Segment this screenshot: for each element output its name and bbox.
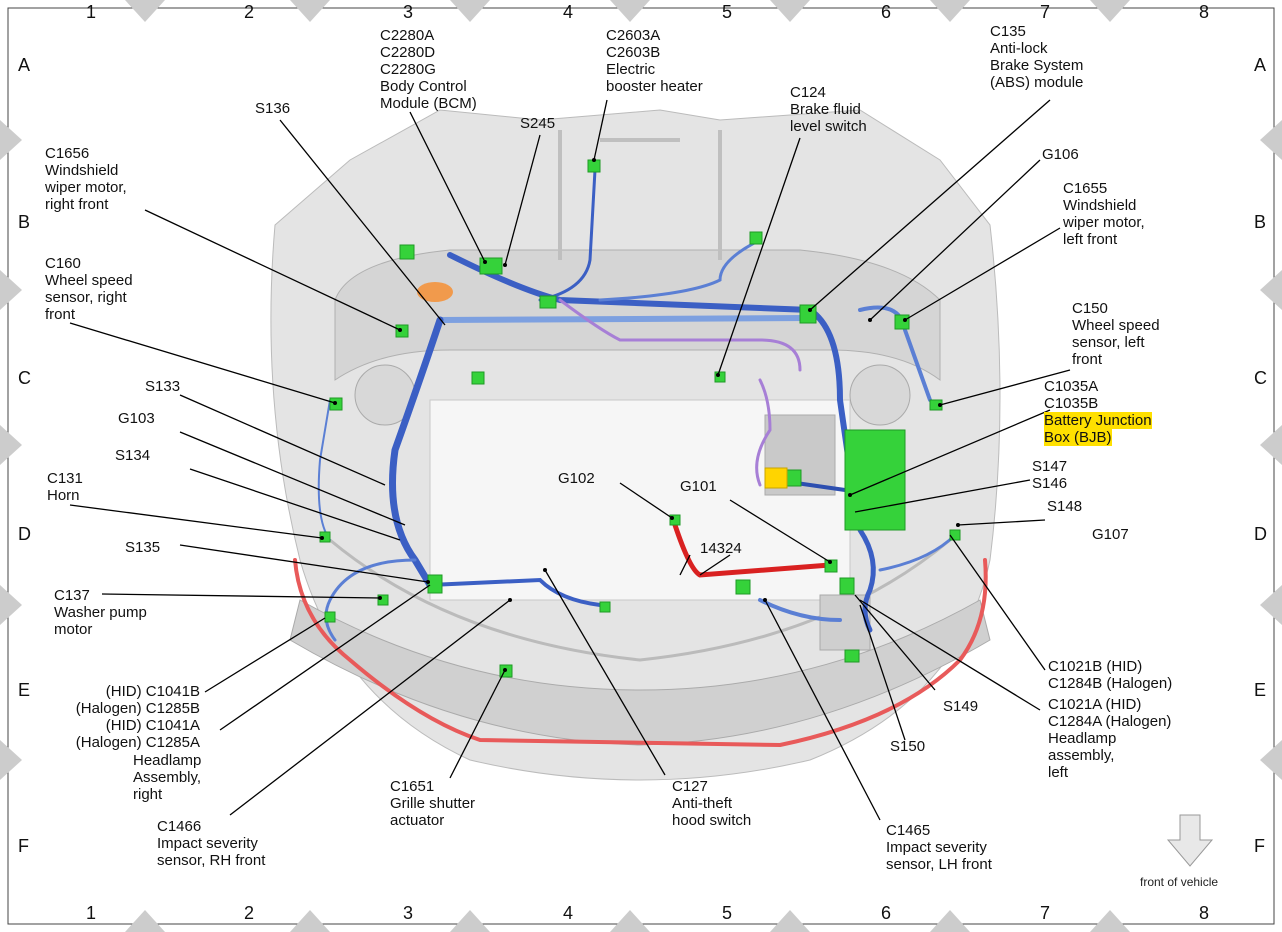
grid-col-3: 3 <box>403 2 414 22</box>
label-g107: G107 <box>1092 526 1129 543</box>
label-c135-abs-module: C135 Anti-lock Brake System (ABS) module <box>990 23 1084 91</box>
grid-col-1-bottom: 1 <box>86 903 97 923</box>
grid-col-4: 4 <box>563 2 574 22</box>
front-of-vehicle-label: front of vehicle <box>1140 875 1219 889</box>
grid-row-e-right: E <box>1254 680 1267 700</box>
label-c1466-impact-rh: C1466 Impact severity sensor, RH front <box>157 818 266 869</box>
orange-part <box>417 282 453 302</box>
grid-col-2-bottom: 2 <box>244 903 255 923</box>
label-c1021a-headlamp-left: C1021A (HID) C1284A (Halogen) Headlamp a… <box>1048 696 1172 781</box>
grid-row-f-right: F <box>1254 836 1265 856</box>
grid-col-1: 1 <box>86 2 97 22</box>
label-headlamp-right: Headlamp Assembly, right <box>133 752 202 803</box>
grid-col-3-bottom: 3 <box>403 903 414 923</box>
label-c1021b-c1284b: C1021B (HID) C1284B (Halogen) <box>1048 658 1173 692</box>
grid-row-c-right: C <box>1254 368 1267 388</box>
arrow-heads <box>320 158 960 672</box>
label-c2280-bcm: C2280A C2280D C2280G Body Control Module… <box>380 27 477 112</box>
label-c1655-wiper-lh: C1655 Windshield wiper motor, left front <box>1063 180 1145 248</box>
grid-row-a: A <box>18 55 31 75</box>
grid-col-7-bottom: 7 <box>1040 903 1051 923</box>
junction-highlight <box>764 467 788 489</box>
grid-row-d: D <box>18 524 31 544</box>
label-bjb-line2: Box (BJB) <box>1044 429 1112 446</box>
grid-col-7: 7 <box>1040 2 1051 22</box>
label-c150-wheel-speed-lh: C150 Wheel speed sensor, left front <box>1072 300 1160 368</box>
grid-row-d-right: D <box>1254 524 1267 544</box>
leader-lines <box>69 99 1071 821</box>
grid-col-8: 8 <box>1199 2 1210 22</box>
label-s136: S136 <box>255 100 291 117</box>
label-c127-hood-switch: C127 Anti-theft hood switch <box>672 778 752 829</box>
label-c1656-wiper-rh: C1656 Windshield wiper motor, right fron… <box>45 145 127 213</box>
label-g101: G101 <box>680 478 717 495</box>
front-arrow-icon <box>1166 814 1214 867</box>
label-s149: S149 <box>943 698 979 715</box>
grid-col-5-bottom: 5 <box>722 903 733 923</box>
label-c1041-c1285: (HID) C1041B (Halogen) C1285B (HID) C104… <box>75 683 200 751</box>
label-c1035: C1035A C1035B <box>1044 378 1099 412</box>
grid-row-c: C <box>18 368 31 388</box>
label-s134: S134 <box>115 447 151 464</box>
label-c160-wheel-speed-rh: C160 Wheel speed sensor, right front <box>45 255 133 323</box>
label-c124-brake-fluid: C124 Brake fluid level switch <box>790 84 867 135</box>
label-c131-horn: C131 Horn <box>47 470 83 504</box>
grid-col-6-bottom: 6 <box>881 903 892 923</box>
label-bjb-line1: Battery Junction <box>1044 412 1152 429</box>
label-c1465-impact-lh: C1465 Impact severity sensor, LH front <box>886 822 992 873</box>
label-s135: S135 <box>125 539 161 556</box>
label-wire-14324: 14324 <box>700 540 742 557</box>
label-g106: G106 <box>1042 146 1079 163</box>
label-s245: S245 <box>520 115 556 132</box>
grid-row-a-right: A <box>1254 55 1267 75</box>
grid-col-4-bottom: 4 <box>563 903 574 923</box>
grid-col-2: 2 <box>244 2 255 22</box>
grid-col-6: 6 <box>881 2 892 22</box>
label-s150: S150 <box>890 738 926 755</box>
label-c137-washer-pump: C137 Washer pump motor <box>54 587 147 638</box>
grid-col-8-bottom: 8 <box>1199 903 1210 923</box>
label-g103: G103 <box>118 410 155 427</box>
grid-row-b-right: B <box>1254 212 1267 232</box>
grid-row-e: E <box>18 680 31 700</box>
grid-col-5: 5 <box>722 2 733 22</box>
label-g102: G102 <box>558 470 595 487</box>
grid-row-f: F <box>18 836 29 856</box>
connectors <box>319 159 961 678</box>
label-s148: S148 <box>1047 498 1083 515</box>
label-s133: S133 <box>145 378 181 395</box>
label-s147-s146: S147 S146 <box>1032 458 1068 492</box>
grid-row-b: B <box>18 212 31 232</box>
label-c2603-booster-heater: C2603A C2603B Electric booster heater <box>606 27 703 95</box>
label-c1651-grille-shutter: C1651 Grille shutter actuator <box>390 778 476 829</box>
